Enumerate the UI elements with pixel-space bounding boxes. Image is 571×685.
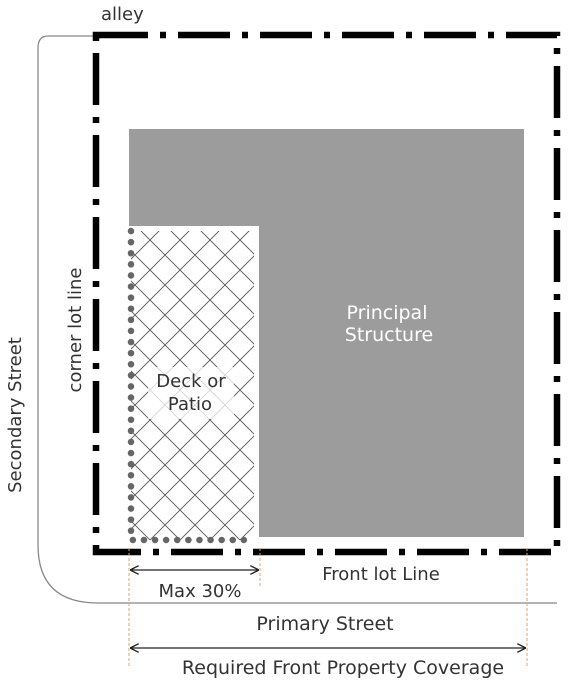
deck-label-backdrop — [148, 367, 234, 419]
principal-structure-label-line2: Structure — [345, 324, 433, 346]
deck-patio-border — [127, 227, 258, 544]
deck-label-line1: Deck or — [156, 371, 226, 392]
front-lot-line-label: Front lot Line — [322, 564, 440, 585]
principal-structure — [129, 129, 524, 537]
secondary-street-label: Secondary Street — [5, 337, 26, 493]
principal-structure-label-line1: Principal — [347, 302, 428, 324]
alley-label: alley — [101, 4, 144, 25]
lot-boundary — [92, 31, 561, 556]
corner-lot-line-label: corner lot line — [65, 268, 86, 393]
street-edge-curb — [37, 35, 557, 604]
primary-street-label: Primary Street — [256, 613, 393, 635]
deck-label-line2: Patio — [168, 394, 212, 415]
required-coverage-label: Required Front Property Coverage — [182, 657, 504, 679]
max-coverage-label: Max 30% — [159, 581, 242, 602]
